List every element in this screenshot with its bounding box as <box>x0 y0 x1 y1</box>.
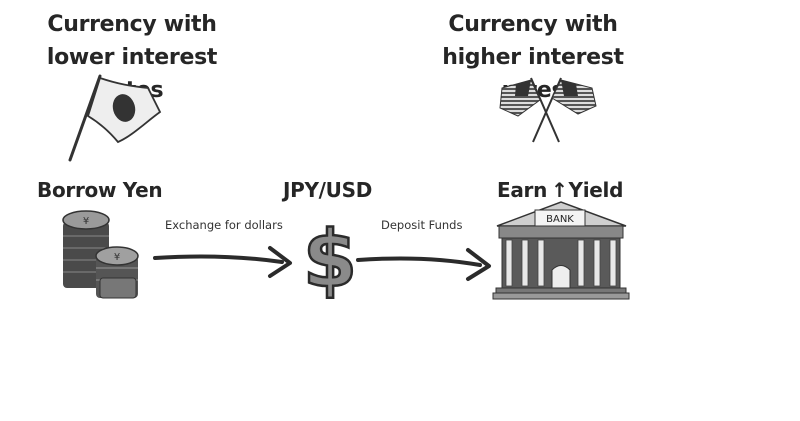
yield-word: Yield <box>568 178 624 202</box>
lower-rate-heading: Currency with lower interest rates <box>46 12 218 103</box>
dollar-sign-icon: $ <box>303 215 357 305</box>
coin-yen-symbol: ¥ <box>83 216 89 227</box>
higher-rate-heading: Currency with higher interest rates <box>442 12 624 103</box>
borrow-yen-label: Borrow Yen <box>37 178 163 202</box>
earn-word: Earn <box>497 178 548 202</box>
currency-pair-label: JPY/USD <box>283 178 373 202</box>
bank-building-icon: BANK <box>492 201 630 300</box>
yen-coins-icon: ¥ ¥ <box>62 210 139 299</box>
earn-yield-label: Earn↑Yield <box>497 178 623 202</box>
up-arrow-icon: ↑ <box>551 178 568 202</box>
japan-flag-icon <box>68 74 162 162</box>
bank-sign-label: BANK <box>546 214 574 225</box>
coin-yen-symbol: ¥ <box>114 252 120 263</box>
deposit-arrow <box>356 248 491 281</box>
exchange-arrow <box>153 246 292 278</box>
crossed-us-flags-icon <box>499 77 597 143</box>
exchange-step-label: Exchange for dollars <box>165 218 283 232</box>
deposit-step-label: Deposit Funds <box>381 218 463 232</box>
